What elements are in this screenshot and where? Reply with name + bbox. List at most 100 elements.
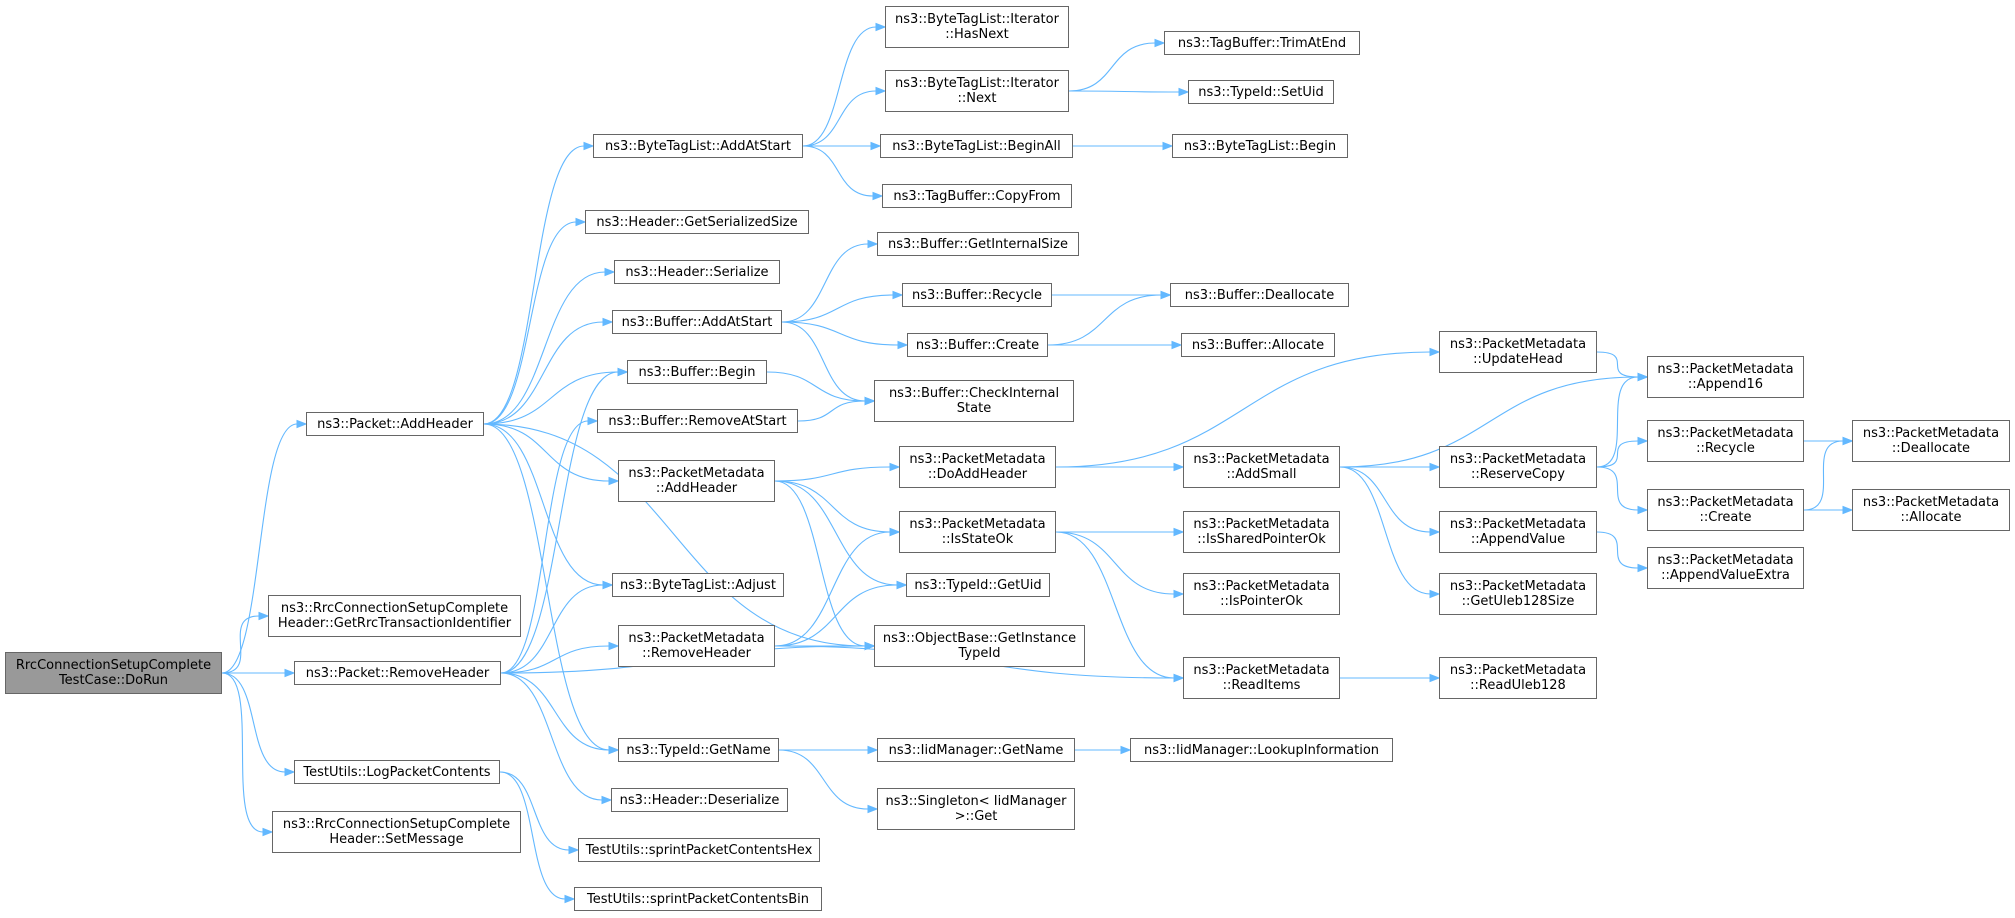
node-pm-ispointerok[interactable]: ns3::PacketMetadata ::IsPointerOk — [1183, 573, 1340, 615]
edge-pm-isstateok-to-pm-readitems — [1055, 531, 1185, 683]
node-iid-getname[interactable]: ns3::IidManager::GetName — [877, 738, 1075, 762]
edge-pm-doaddheader-to-pm-addsmall — [1055, 462, 1185, 472]
edge-buf-create-to-buf-allocate — [1047, 340, 1183, 350]
node-buf-create[interactable]: ns3::Buffer::Create — [907, 333, 1048, 357]
edge-addheader-to-hdr-serialize — [483, 267, 616, 425]
node-pm-recycle[interactable]: ns3::PacketMetadata ::Recycle — [1647, 420, 1804, 462]
edge-pm-removeheader-to-typeid-getuid — [774, 580, 908, 647]
edge-buf-create-to-buf-deallocate — [1047, 290, 1172, 346]
edge-addheader-to-ob-getinstancetypeid — [483, 423, 876, 651]
node-singleton-get[interactable]: ns3::Singleton< IidManager >::Get — [877, 788, 1075, 830]
node-pm-append16[interactable]: ns3::PacketMetadata ::Append16 — [1647, 356, 1804, 398]
node-buf-checkinternal[interactable]: ns3::Buffer::CheckInternal State — [874, 380, 1074, 422]
node-tb-trimatend[interactable]: ns3::TagBuffer::TrimAtEnd — [1164, 31, 1360, 55]
node-btl-adjust[interactable]: ns3::ByteTagList::Adjust — [612, 573, 784, 597]
node-pm-doaddheader[interactable]: ns3::PacketMetadata ::DoAddHeader — [899, 446, 1056, 488]
edge-removeheader-to-buf-removeatstart — [500, 416, 599, 674]
edge-pm-reservecopy-to-pm-append16 — [1596, 372, 1649, 468]
edge-btl-beginall-to-btl-begin — [1073, 141, 1174, 151]
node-btl-begin[interactable]: ns3::ByteTagList::Begin — [1172, 134, 1348, 158]
edge-buf-addatstart-to-buf-create — [781, 321, 909, 350]
edge-pm-reservecopy-to-pm-create — [1596, 466, 1649, 515]
edge-pm-isstateok-to-pm-issharedpointerok — [1056, 527, 1185, 537]
edge-typeid-getname-to-iid-getname — [779, 745, 879, 755]
node-btl-beginall[interactable]: ns3::ByteTagList::BeginAll — [880, 134, 1073, 158]
edge-btl-addatstart-to-it-next — [802, 86, 887, 147]
edge-root-to-getrrc — [221, 611, 270, 674]
node-pm-updatehead[interactable]: ns3::PacketMetadata ::UpdateHead — [1439, 331, 1597, 373]
node-pm-appendvalueextra[interactable]: ns3::PacketMetadata ::AppendValueExtra — [1647, 547, 1804, 589]
node-hdr-getsize[interactable]: ns3::Header::GetSerializedSize — [585, 210, 809, 234]
node-typeid-getuid[interactable]: ns3::TypeId::GetUid — [906, 573, 1050, 597]
edge-addheader-to-pm-addheader — [483, 423, 620, 486]
edge-pm-create-to-pm-deallocate — [1803, 436, 1854, 511]
node-hdr-serialize[interactable]: ns3::Header::Serialize — [614, 260, 780, 284]
edge-removeheader-to-hdr-deserialize — [500, 672, 613, 805]
edge-pm-addsmall-to-pm-getuleb128size — [1339, 466, 1441, 599]
edge-removeheader-to-btl-adjust — [500, 580, 614, 674]
node-buf-recycle[interactable]: ns3::Buffer::Recycle — [902, 283, 1052, 307]
node-pm-readitems[interactable]: ns3::PacketMetadata ::ReadItems — [1183, 657, 1340, 699]
node-getrrc[interactable]: ns3::RrcConnectionSetupComplete Header::… — [268, 595, 521, 637]
edge-removeheader-to-typeid-getname — [500, 672, 620, 755]
edge-logpkt-to-tu-bin — [499, 771, 576, 904]
edge-root-to-removeheader — [222, 668, 296, 678]
edge-root-to-setmsg — [221, 672, 274, 837]
node-tu-bin[interactable]: TestUtils::sprintPacketContentsBin — [574, 887, 822, 911]
edge-logpkt-to-tu-hex — [499, 771, 580, 855]
node-hdr-deserialize[interactable]: ns3::Header::Deserialize — [611, 788, 788, 812]
edge-addheader-to-buf-addatstart — [483, 317, 614, 425]
node-pm-removeheader[interactable]: ns3::PacketMetadata ::RemoveHeader — [618, 625, 775, 667]
node-buf-addatstart[interactable]: ns3::Buffer::AddAtStart — [612, 310, 782, 334]
node-it-next[interactable]: ns3::ByteTagList::Iterator ::Next — [885, 70, 1069, 112]
edge-pm-appendvalue-to-pm-appendvalueextra — [1596, 531, 1649, 573]
node-buf-removeatstart[interactable]: ns3::Buffer::RemoveAtStart — [597, 409, 798, 433]
node-buf-begin[interactable]: ns3::Buffer::Begin — [627, 360, 767, 384]
node-buf-deallocate[interactable]: ns3::Buffer::Deallocate — [1170, 283, 1349, 307]
edge-it-next-to-tb-trimatend — [1068, 38, 1166, 92]
node-pm-reservecopy[interactable]: ns3::PacketMetadata ::ReserveCopy — [1439, 446, 1597, 488]
node-typeid-getname[interactable]: ns3::TypeId::GetName — [618, 738, 779, 762]
edge-buf-addatstart-to-buf-recycle — [781, 290, 904, 323]
node-pm-isstateok[interactable]: ns3::PacketMetadata ::IsStateOk — [899, 511, 1056, 553]
node-pm-addheader[interactable]: ns3::PacketMetadata ::AddHeader — [618, 460, 775, 502]
node-addheader[interactable]: ns3::Packet::AddHeader — [306, 412, 484, 436]
edge-buf-addatstart-to-buf-checkinternal — [781, 321, 876, 406]
node-pm-getuleb128size[interactable]: ns3::PacketMetadata ::GetUleb128Size — [1439, 573, 1597, 615]
node-pm-issharedpointerok[interactable]: ns3::PacketMetadata ::IsSharedPointerOk — [1183, 511, 1340, 553]
node-logpkt[interactable]: TestUtils::LogPacketContents — [294, 760, 500, 784]
node-tu-hex[interactable]: TestUtils::sprintPacketContentsHex — [578, 838, 820, 862]
edge-addheader-to-btl-addatstart — [483, 141, 595, 425]
edge-pm-addsmall-to-pm-appendvalue — [1339, 466, 1441, 537]
edge-btl-addatstart-to-tb-copyfrom — [802, 145, 884, 201]
node-pm-appendvalue[interactable]: ns3::PacketMetadata ::AppendValue — [1439, 511, 1597, 553]
node-tb-copyfrom[interactable]: ns3::TagBuffer::CopyFrom — [882, 184, 1072, 208]
node-it-hasnext[interactable]: ns3::ByteTagList::Iterator ::HasNext — [885, 6, 1069, 48]
edge-buf-addatstart-to-buf-getinternalsize — [781, 239, 879, 323]
node-pm-allocate[interactable]: ns3::PacketMetadata ::Allocate — [1852, 489, 2010, 531]
node-btl-addatstart[interactable]: ns3::ByteTagList::AddAtStart — [593, 134, 803, 158]
node-buf-getinternalsize[interactable]: ns3::Buffer::GetInternalSize — [877, 232, 1079, 256]
node-iid-lookup[interactable]: ns3::IidManager::LookupInformation — [1130, 738, 1393, 762]
node-setmsg[interactable]: ns3::RrcConnectionSetupComplete Header::… — [272, 811, 521, 853]
node-removeheader[interactable]: ns3::Packet::RemoveHeader — [294, 661, 501, 685]
node-pm-readuleb128[interactable]: ns3::PacketMetadata ::ReadUleb128 — [1439, 657, 1597, 699]
node-typeid-setuid[interactable]: ns3::TypeId::SetUid — [1188, 80, 1334, 104]
node-ob-getinstancetypeid[interactable]: ns3::ObjectBase::GetInstance TypeId — [874, 625, 1085, 667]
edge-buf-removeatstart-to-buf-checkinternal — [797, 396, 876, 422]
edge-pm-readitems-to-pm-readuleb128 — [1340, 673, 1441, 683]
edge-addheader-to-btl-adjust — [483, 423, 614, 590]
edge-addheader-to-hdr-getsize — [483, 217, 587, 425]
node-pm-deallocate[interactable]: ns3::PacketMetadata ::Deallocate — [1852, 420, 2010, 462]
edge-it-next-to-typeid-setuid — [1068, 87, 1190, 97]
node-pm-addsmall[interactable]: ns3::PacketMetadata ::AddSmall — [1183, 446, 1340, 488]
edge-pm-addheader-to-pm-doaddheader — [774, 462, 901, 482]
edge-pm-removeheader-to-pm-isstateok — [774, 527, 901, 647]
edge-addheader-to-typeid-getname — [483, 423, 620, 755]
edge-buf-begin-to-buf-checkinternal — [766, 371, 876, 406]
edge-pm-isstateok-to-pm-ispointerok — [1055, 531, 1185, 599]
edge-pm-doaddheader-to-pm-updatehead — [1055, 347, 1441, 468]
node-buf-allocate[interactable]: ns3::Buffer::Allocate — [1181, 333, 1335, 357]
node-pm-create[interactable]: ns3::PacketMetadata ::Create — [1647, 489, 1804, 531]
